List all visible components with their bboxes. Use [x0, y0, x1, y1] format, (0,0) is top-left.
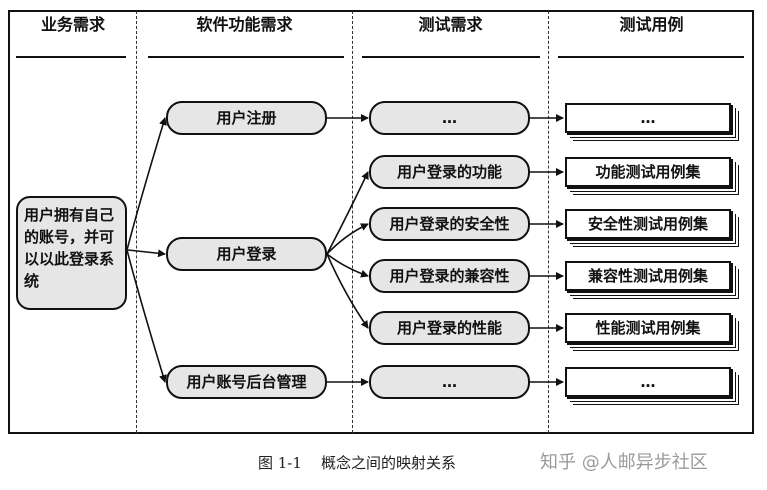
business-requirement-box: 用户拥有自己的账号，并可以以此登录系统: [16, 196, 127, 310]
test-case-compatibility-suite: 兼容性测试用例集: [565, 261, 731, 291]
test-req-function: 用户登录的功能: [369, 155, 530, 189]
header-rule: [362, 56, 540, 58]
column-divider: [136, 11, 137, 433]
column-divider: [352, 11, 353, 433]
arrow-business-to-admin: [126, 249, 167, 383]
test-case-security-suite: 安全性测试用例集: [565, 209, 731, 239]
header-function: 软件功能需求: [196, 15, 293, 34]
figure-caption: 图 1-1 概念之间的映射关系: [258, 454, 456, 472]
watermark: 知乎 @人邮异步社区: [540, 452, 708, 473]
arrow-login-to-performance: [326, 253, 369, 329]
test-req-security: 用户登录的安全性: [369, 207, 530, 241]
test-req-ellipsis-top: …: [369, 101, 530, 135]
arrow-business-to-login: [127, 249, 166, 258]
arrow-login-to-function: [326, 171, 369, 255]
test-case-ellipsis-top: …: [565, 103, 731, 133]
arrow-login-to-security: [326, 223, 369, 255]
header-rule: [148, 56, 344, 58]
header-test-case: 测试用例: [619, 15, 684, 34]
test-req-performance: 用户登录的性能: [369, 311, 530, 345]
function-account-admin: 用户账号后台管理: [166, 365, 327, 399]
test-req-ellipsis-bottom: …: [369, 365, 530, 399]
function-register: 用户注册: [166, 101, 327, 135]
header-rule: [558, 56, 744, 58]
diagram-frame: [8, 10, 754, 434]
test-req-compatibility: 用户登录的兼容性: [369, 259, 530, 293]
function-login: 用户登录: [166, 237, 327, 271]
test-case-performance-suite: 性能测试用例集: [565, 313, 731, 343]
column-divider: [548, 11, 549, 433]
header-test-requirement: 测试需求: [418, 15, 483, 34]
test-case-ellipsis-bottom: …: [565, 367, 731, 397]
arrow-login-to-compat: [326, 253, 369, 278]
header-rule: [16, 56, 126, 58]
header-business: 业务需求: [40, 15, 105, 34]
arrow-business-to-register: [126, 117, 167, 251]
test-case-function-suite: 功能测试用例集: [565, 157, 731, 187]
